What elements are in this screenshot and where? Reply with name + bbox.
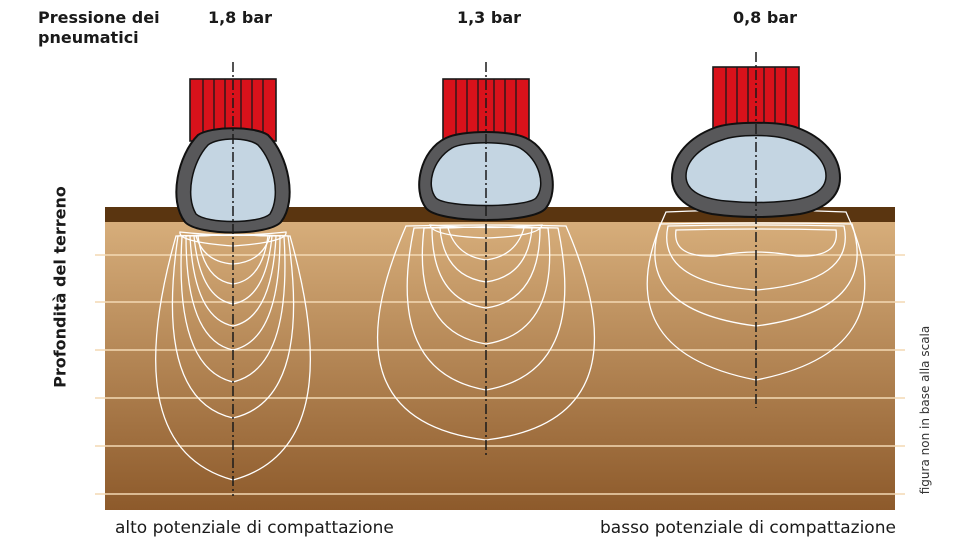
- stress-contours-1: [155, 231, 311, 481]
- y-axis-label: Profondità del terreno: [50, 186, 70, 388]
- pressure-label-1: 1,8 bar: [207, 8, 273, 27]
- tire-2: [377, 62, 595, 455]
- soil-body: [105, 220, 895, 510]
- pressure-label-3: 0,8 bar: [732, 8, 798, 27]
- footer-right-label: basso potenziale di compattazione: [600, 518, 896, 538]
- tire-pressure-heading: Pressione dei pneumatici: [38, 8, 160, 47]
- scale-note: figura non in base alla scala: [918, 325, 932, 495]
- tire-1: [155, 62, 311, 496]
- depth-lines: [95, 254, 905, 495]
- rim-1: [189, 138, 277, 223]
- tire-3: [646, 52, 866, 408]
- pressure-label-2: 1,3 bar: [456, 8, 522, 27]
- footer-left-label: alto potenziale di compattazione: [115, 518, 394, 538]
